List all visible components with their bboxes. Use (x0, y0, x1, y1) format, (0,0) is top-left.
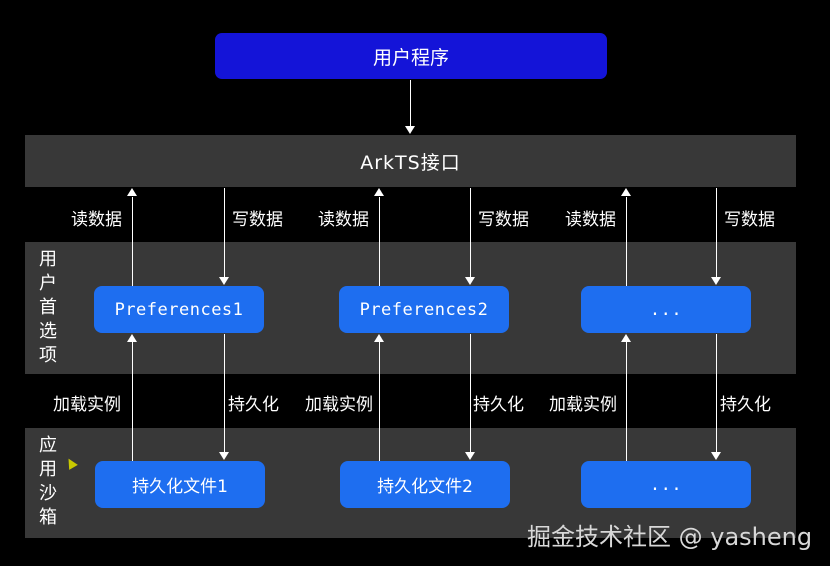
persist-file-label: 持久化文件2 (377, 477, 473, 497)
user-program-label: 用户程序 (372, 46, 449, 69)
load-arrow-line-1 (132, 342, 133, 461)
preferences-box-1: Preferences1 (94, 286, 264, 333)
persist-arrow-head-2 (465, 452, 475, 460)
write-arrow-line-2 (470, 188, 471, 277)
load-arrow-head-2 (374, 334, 384, 342)
side-char: 项 (39, 345, 57, 366)
read-arrow-head-1 (127, 188, 137, 196)
persist-label-1: 持久化 (228, 395, 279, 415)
load-instance-label-2: 加载实例 (305, 395, 373, 415)
persist-label-2: 持久化 (473, 395, 524, 415)
load-arrow-line-2 (379, 342, 380, 461)
read-arrow-head-2 (374, 188, 384, 196)
persist-label-3: 持久化 (720, 395, 771, 415)
arkts-api-label: ArkTS接口 (360, 152, 461, 174)
read-arrow-line-3 (626, 197, 627, 286)
load-arrow-line-3 (626, 342, 627, 461)
watermark-text: 掘金技术社区 @ yasheng (527, 523, 813, 551)
read-data-label-1: 读数据 (71, 210, 122, 230)
preferences-box-label: Preferences1 (114, 299, 244, 320)
user-program-box: 用户程序 (215, 33, 607, 79)
read-arrow-line-1 (132, 197, 133, 286)
load-instance-label-1: 加载实例 (53, 395, 121, 415)
side-char: 应 (39, 435, 57, 456)
persist-arrow-line-1 (224, 334, 225, 452)
persist-file-label: 持久化文件1 (132, 477, 228, 497)
read-data-label-3: 读数据 (565, 210, 616, 230)
persist-arrow-head-1 (219, 452, 229, 460)
read-arrow-head-3 (621, 188, 631, 196)
side-char: 箱 (39, 507, 57, 528)
write-data-label-2: 写数据 (478, 210, 529, 230)
read-data-label-2: 读数据 (318, 210, 369, 230)
write-arrow-head-2 (465, 277, 475, 285)
persist-file-box-1: 持久化文件1 (95, 461, 265, 508)
preferences-box-label: Preferences2 (359, 299, 489, 320)
read-arrow-line-2 (379, 197, 380, 286)
persist-file-box-2: 持久化文件2 (340, 461, 510, 508)
load-arrow-head-1 (127, 334, 137, 342)
write-arrow-head-1 (219, 277, 229, 285)
persist-file-box-3: ... (581, 461, 751, 508)
load-arrow-head-3 (621, 334, 631, 342)
side-char: 用 (39, 459, 57, 480)
side-char: 沙 (39, 483, 57, 504)
write-arrow-line-3 (716, 188, 717, 277)
preferences-box-2: Preferences2 (339, 286, 509, 333)
arkts-api-bar: ArkTS接口 (25, 135, 796, 187)
write-arrow-head-3 (711, 277, 721, 285)
app-sandbox-side-label: 应 用 沙 箱 (36, 434, 60, 530)
side-char: 选 (39, 321, 57, 342)
persist-arrow-line-3 (716, 334, 717, 452)
persist-arrow-line-2 (470, 334, 471, 452)
persist-file-label: ... (649, 474, 683, 495)
write-arrow-line-1 (224, 188, 225, 277)
write-data-label-3: 写数据 (724, 210, 775, 230)
preferences-box-label: ... (649, 299, 683, 320)
side-char: 首 (39, 297, 57, 318)
side-char: 用 (39, 249, 57, 270)
persist-arrow-head-3 (711, 452, 721, 460)
side-char: 户 (39, 273, 57, 294)
load-instance-label-3: 加载实例 (549, 395, 617, 415)
arrow-program-to-api-head (405, 126, 415, 134)
arrow-program-to-api-line (410, 80, 411, 126)
user-preferences-side-label: 用 户 首 选 项 (36, 248, 60, 368)
write-data-label-1: 写数据 (232, 210, 283, 230)
preferences-box-3: ... (581, 286, 751, 333)
